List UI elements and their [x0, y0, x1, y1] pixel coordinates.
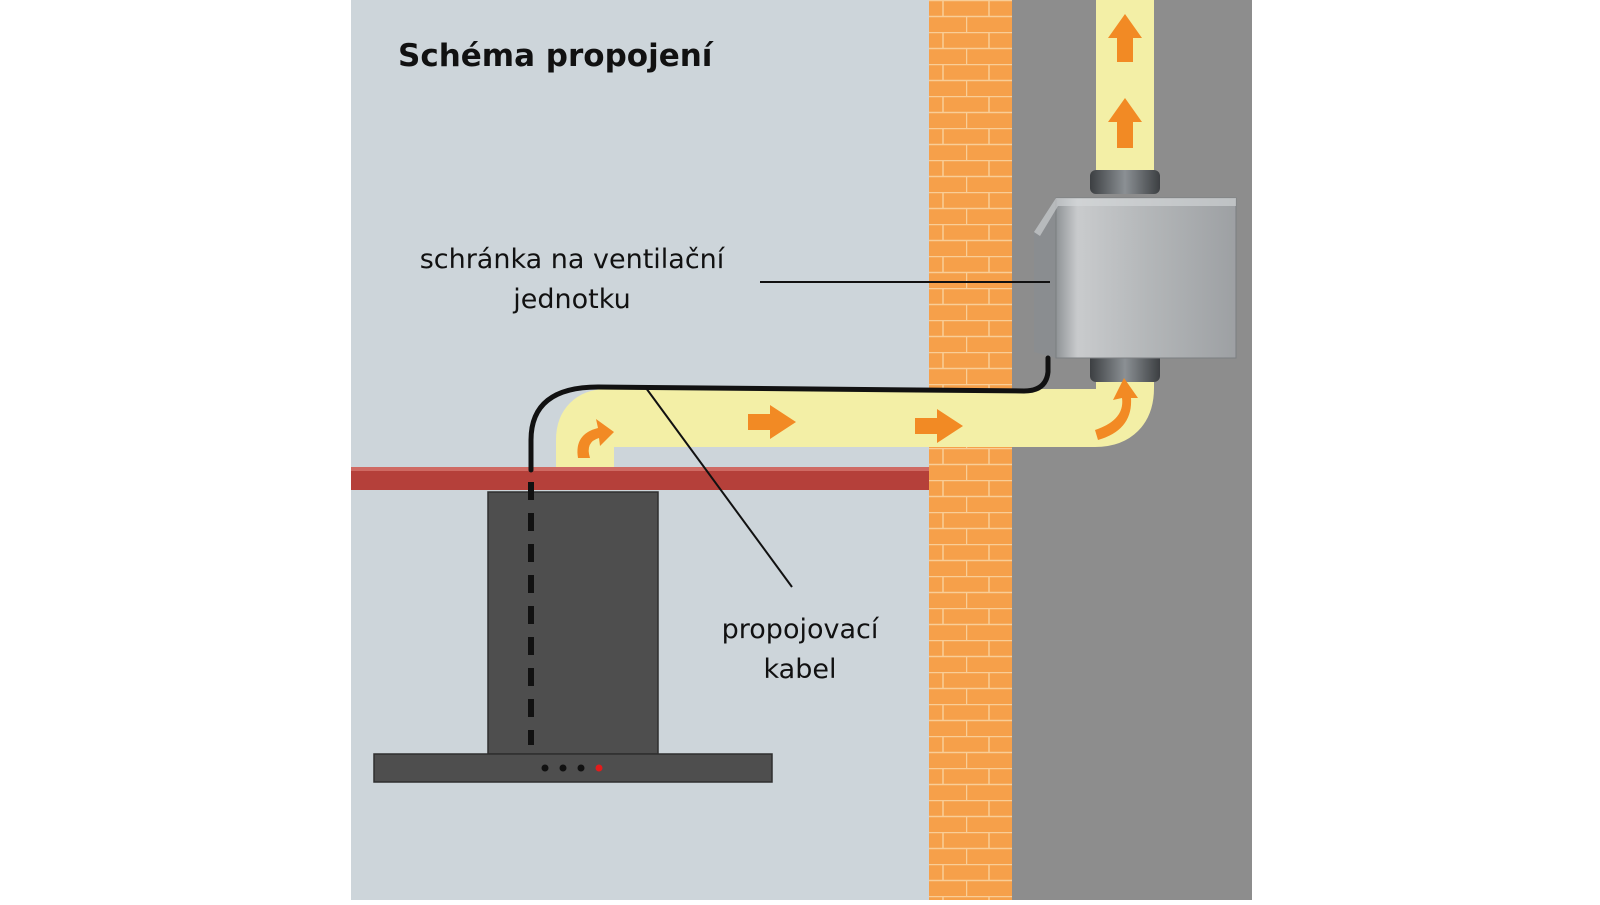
airflow-arrow-up-2 — [1108, 14, 1142, 62]
label-ventilation-box-line2: jednotku — [513, 284, 631, 315]
label-ventilation-box: schránka na ventilační jednotku — [412, 240, 732, 320]
airflow-arrow-riser — [577, 419, 614, 458]
leader-line-cable — [645, 387, 793, 588]
hood-indicator-light — [577, 764, 585, 772]
hood-indicator-lights — [541, 764, 603, 772]
connecting-cable — [528, 355, 1051, 473]
airflow-arrow-2 — [915, 409, 963, 443]
hood-canopy — [373, 753, 773, 783]
duct-collar-top — [1090, 170, 1160, 194]
hood-chimney — [487, 491, 659, 755]
ventilation-box-side — [1034, 198, 1056, 358]
hood-indicator-light — [541, 764, 549, 772]
airflow-arrow-elbow — [1095, 378, 1138, 440]
diagram-title: Schéma propojení — [398, 38, 713, 74]
airflow-arrow-up-1 — [1108, 98, 1142, 148]
airflow-arrows — [577, 14, 1142, 458]
label-ventilation-box-line1: schránka na ventilační — [419, 244, 725, 275]
hood-indicator-light — [559, 764, 567, 772]
hood-indicator-light — [595, 764, 603, 772]
label-cable-line1: propojovací — [721, 614, 879, 645]
label-cable: propojovací kabel — [700, 610, 900, 690]
label-cable-line2: kabel — [763, 654, 837, 685]
brick-wall — [929, 0, 1012, 900]
shelf-board — [351, 467, 929, 490]
airflow-arrow-1 — [748, 405, 796, 439]
ventilation-box — [1055, 197, 1237, 359]
